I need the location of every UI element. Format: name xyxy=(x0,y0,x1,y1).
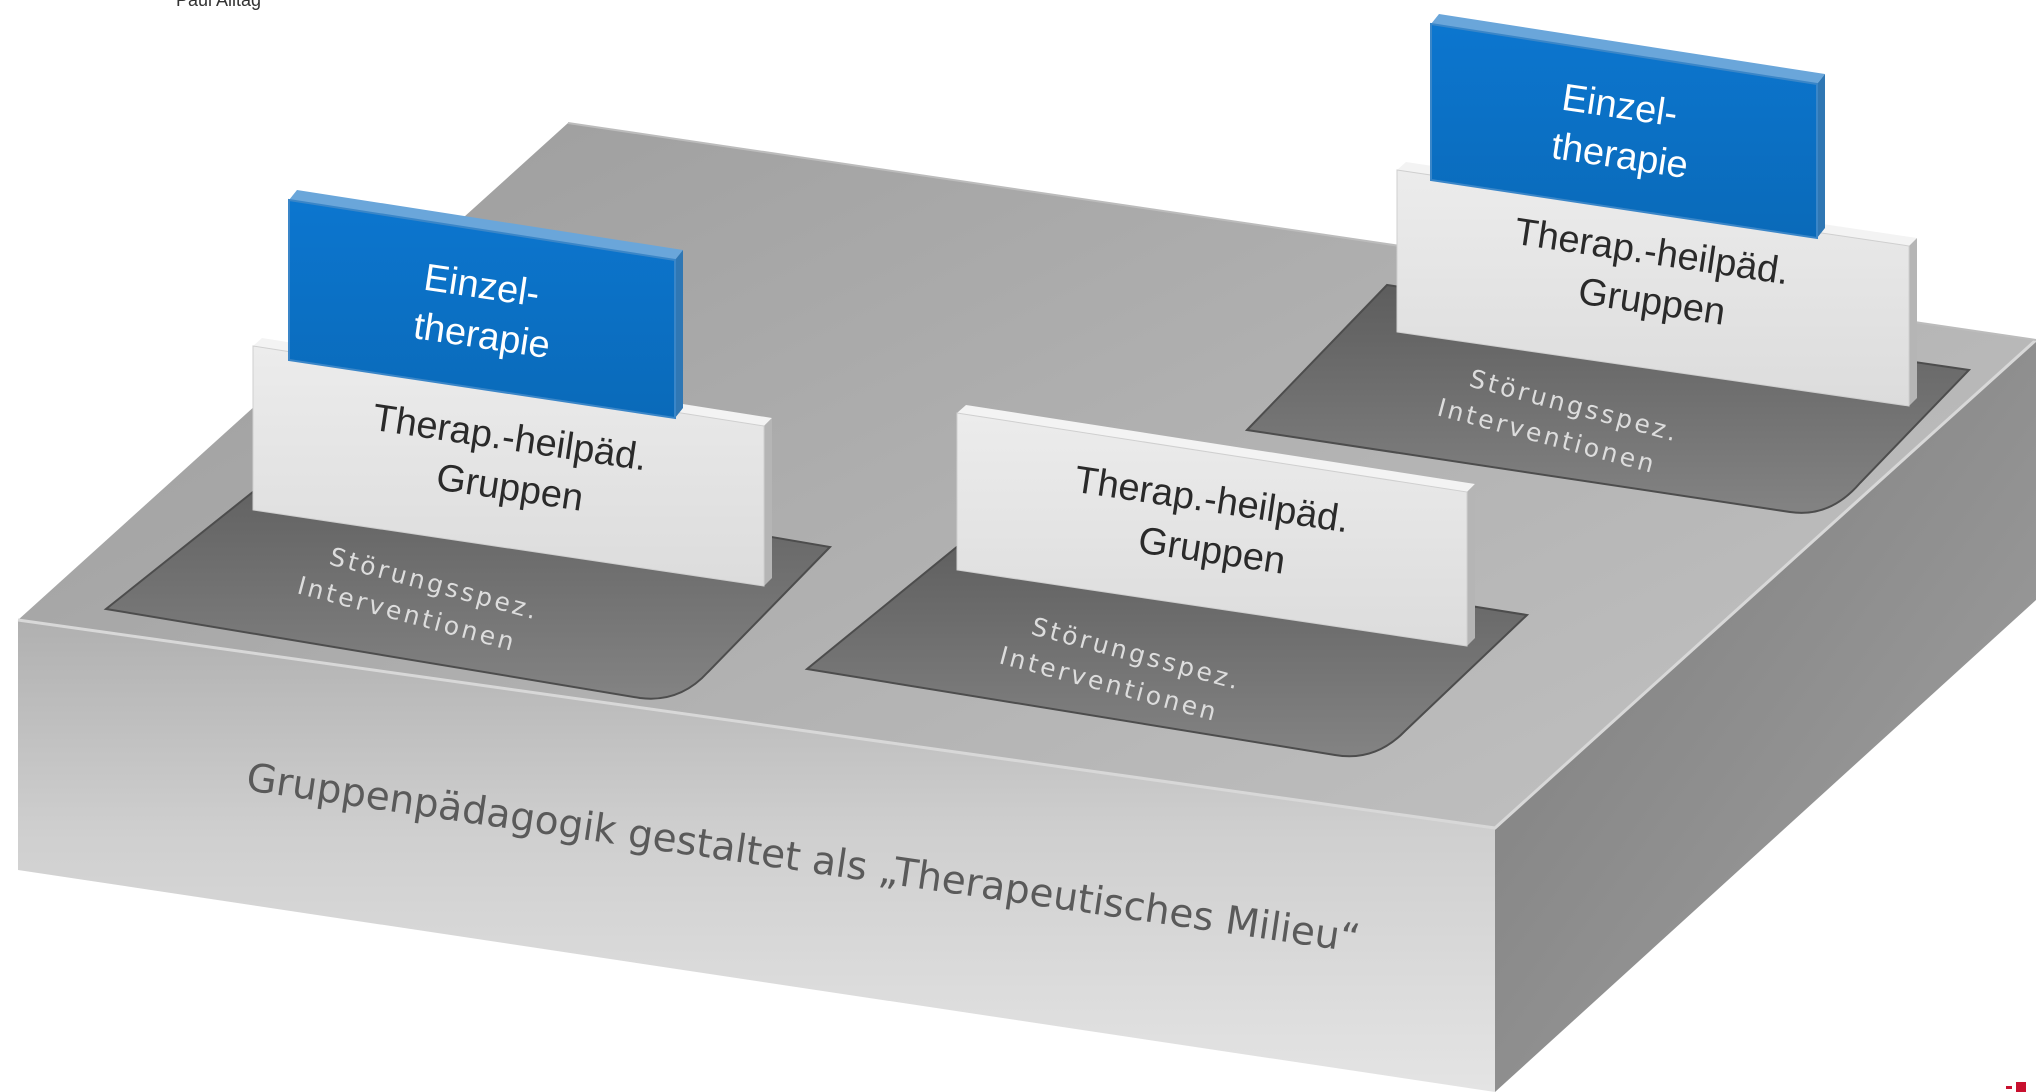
unit-middle: Störungsspez. Interventionen Therap.-hei… xyxy=(804,405,1530,758)
corner-logo-mark xyxy=(2006,1082,2026,1092)
group-card-middle xyxy=(956,412,1468,647)
tray-right xyxy=(1244,283,1972,514)
single-card-right xyxy=(1430,22,1818,240)
tray-middle xyxy=(804,526,1530,758)
header-note: Paul Alltag xyxy=(176,0,262,10)
base-side-face xyxy=(1495,340,2036,1092)
single-card-left xyxy=(288,198,676,420)
unit-right: Störungsspez. Interventionen Therap.-hei… xyxy=(1244,14,1972,514)
base-front-face xyxy=(18,620,1495,1092)
unit-left: Störungsspez. Interventionen Therap.-hei… xyxy=(103,190,833,700)
